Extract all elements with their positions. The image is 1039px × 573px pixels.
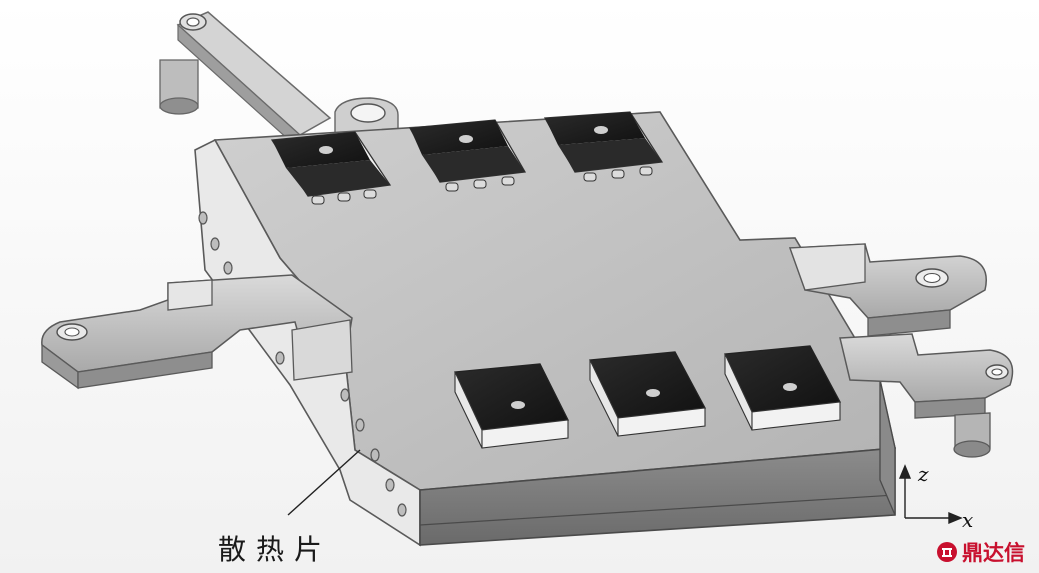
- axis-z-label: z: [918, 462, 929, 486]
- power-module-2: [408, 119, 527, 192]
- bracket-left: [41, 274, 353, 390]
- logo-icon: [937, 542, 957, 562]
- bracket-right-upper: [788, 243, 987, 337]
- power-module-1: [270, 131, 392, 205]
- power-module-4: [454, 363, 569, 449]
- heatsink-holes: [198, 211, 407, 517]
- power-module-5: [589, 351, 707, 437]
- power-module-6: [724, 345, 842, 431]
- bracket-back-left: [159, 11, 332, 152]
- axis-indicator: [898, 464, 963, 525]
- heatsink-label: 散热片: [218, 533, 333, 566]
- axis-x-label: x: [962, 508, 974, 532]
- bracket-back-middle: [334, 97, 399, 136]
- watermark-text: 鼎达信: [962, 541, 1025, 565]
- heatsink-leader-line: [287, 449, 361, 516]
- bracket-right-lower: [839, 333, 1014, 458]
- power-module-3: [543, 111, 664, 182]
- watermark: 鼎达信: [936, 537, 1025, 567]
